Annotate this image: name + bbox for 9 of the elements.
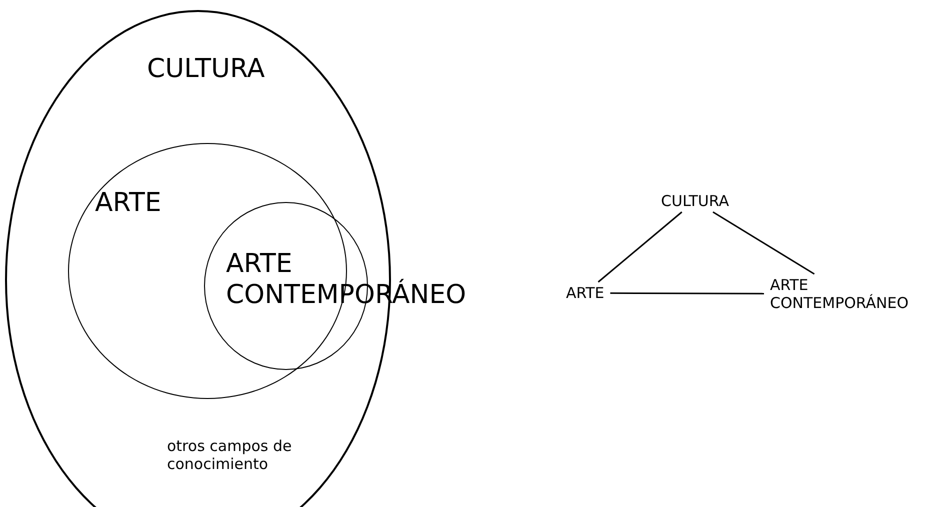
concept-label: ARTE <box>560 282 610 304</box>
connector-line <box>610 292 764 294</box>
circle-label: CULTURA <box>147 54 266 86</box>
note-text: otros campos de conocimiento <box>167 437 293 473</box>
concept-label: CULTURA <box>655 190 735 212</box>
circle-label: ARTE <box>95 188 162 220</box>
connector-line <box>712 211 815 275</box>
concept-label: ARTE CONTEMPORÁNEO <box>764 274 930 314</box>
connector-line <box>598 211 682 283</box>
